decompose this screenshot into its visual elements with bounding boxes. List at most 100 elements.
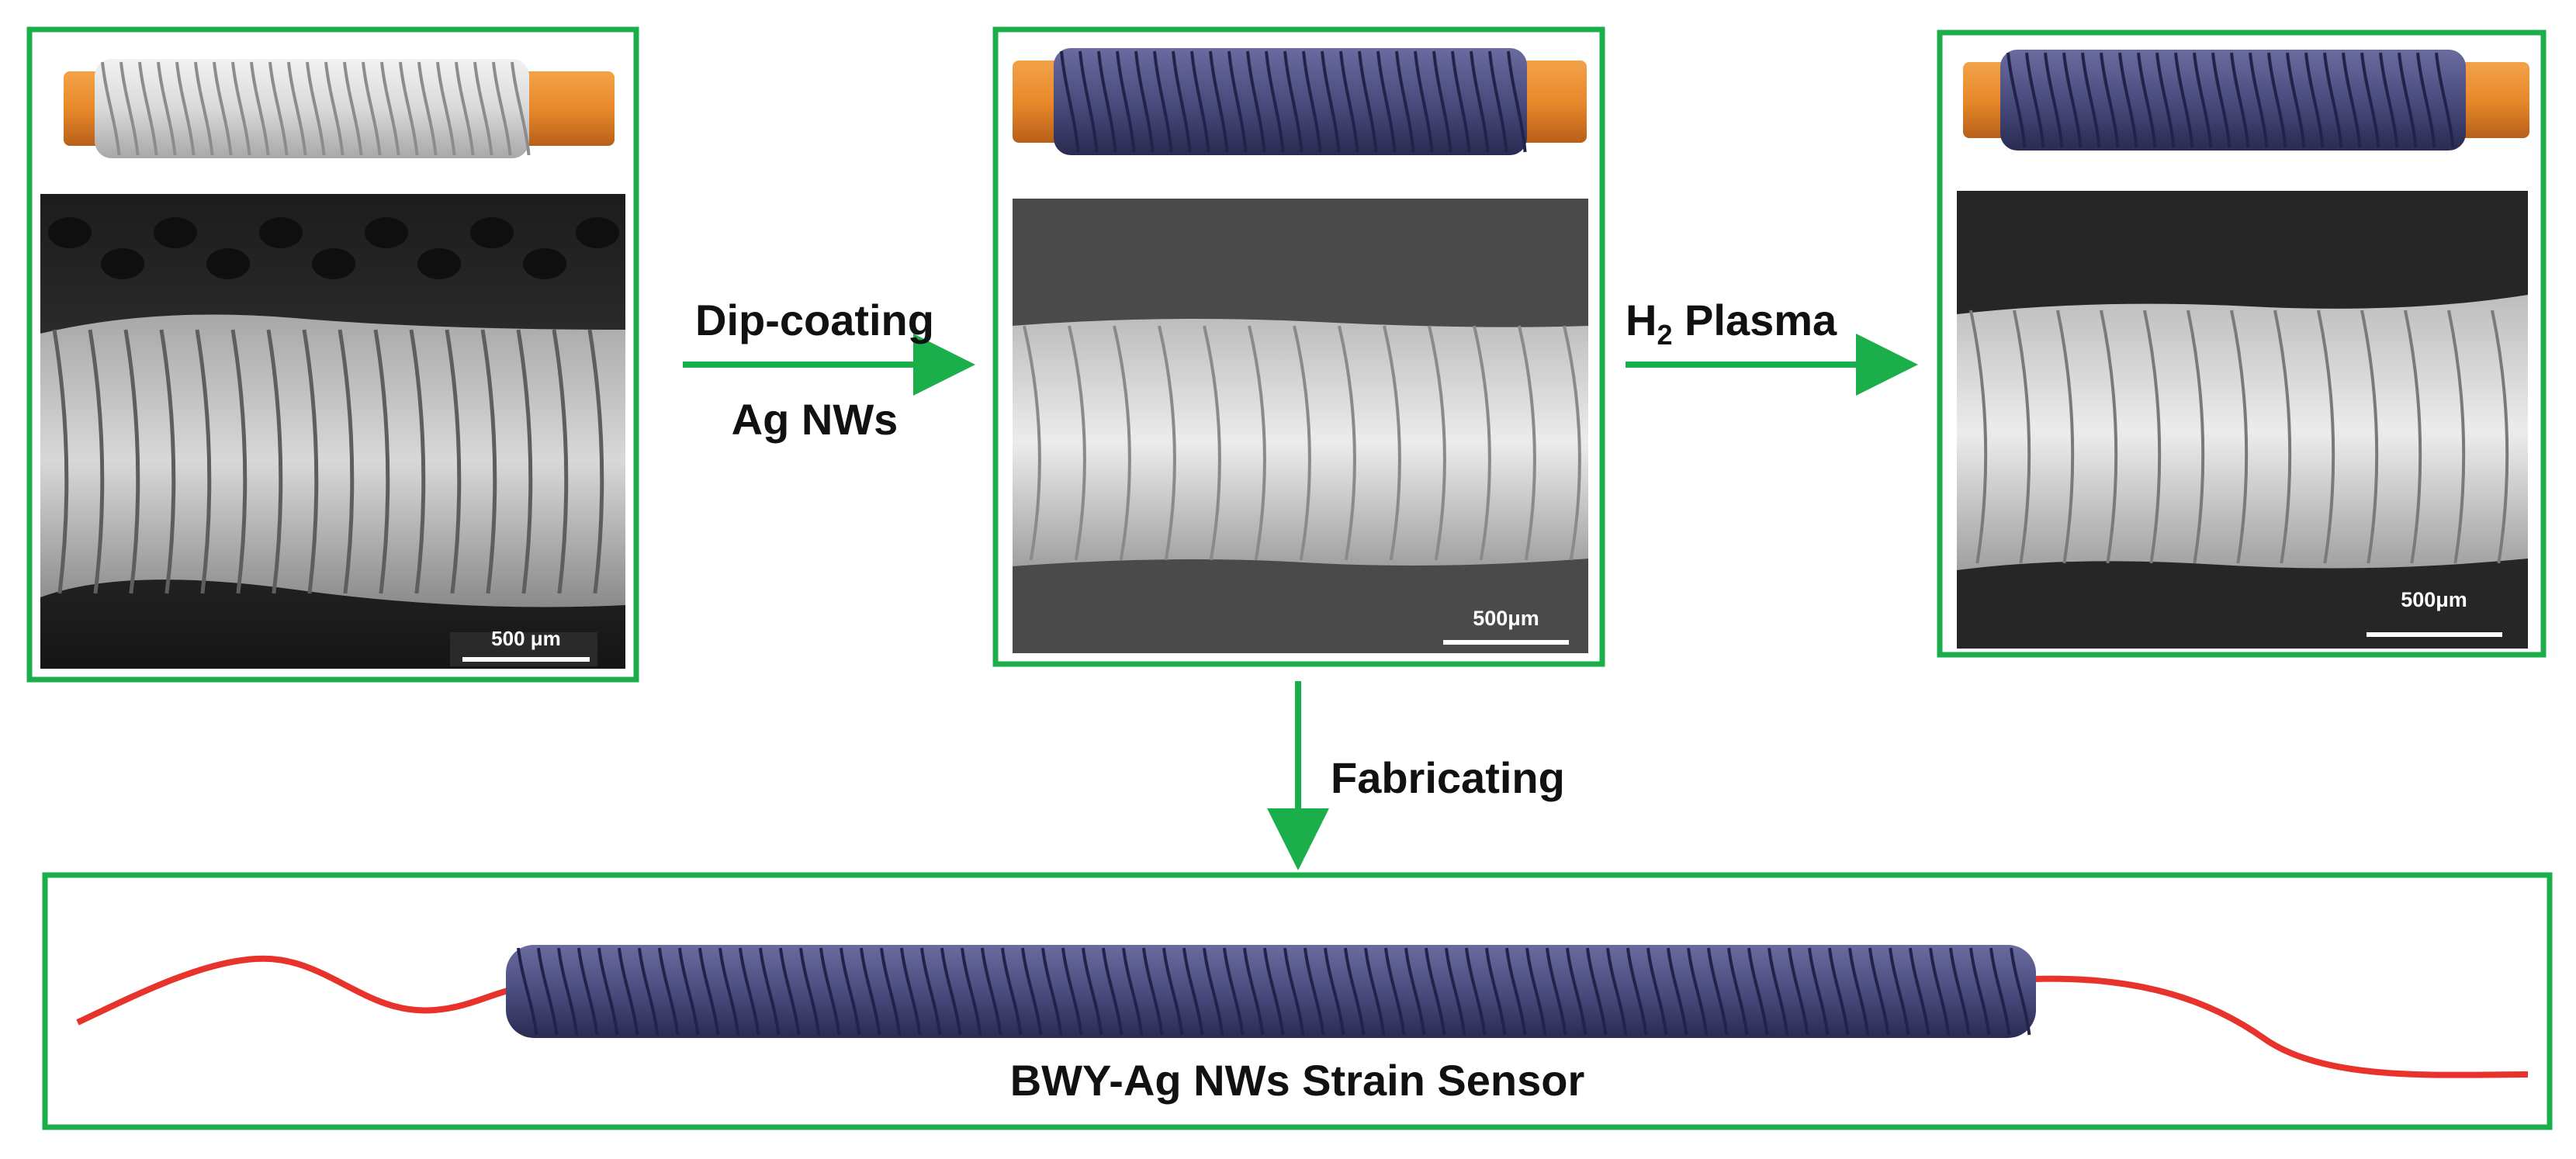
plasma-braid-coil: [2286, 52, 2306, 148]
plasma-braid-coil: [2379, 52, 2399, 148]
sensor-yarn-coil: [1384, 947, 1406, 1036]
plasma-braid-coil: [2025, 52, 2045, 148]
raw-sem-hole: [470, 217, 514, 248]
sensor-yarn-coil: [557, 947, 579, 1036]
sensor-yarn-coil: [1061, 947, 1083, 1036]
raw-sem-hole: [365, 217, 408, 248]
raw-sem-strand: [230, 329, 248, 594]
plasma-sem-strand: [2100, 310, 2118, 564]
coated-sem-strand: [1248, 325, 1266, 561]
sensor-yarn-coil: [961, 947, 982, 1036]
plasma-braid-coils: [2006, 52, 2455, 148]
sensor-yarn-coil: [2010, 947, 2031, 1036]
sensor-yarn-coil: [1283, 947, 1305, 1036]
sensor-yarn-coil: [1324, 947, 1345, 1036]
plasma-braid-coil: [2211, 52, 2231, 148]
raw-sem-hole: [576, 217, 619, 248]
coated-sem-strand: [1068, 325, 1086, 561]
raw-sem-hole: [523, 248, 566, 279]
raw-sem-strand: [302, 329, 319, 594]
raw-braid-coil: [268, 61, 289, 156]
coated-braid-coil: [1451, 50, 1471, 153]
plasma-sem-strand: [1969, 310, 1988, 564]
raw-sem-strand: [409, 329, 426, 594]
sensor-yarn-coil: [1626, 947, 1648, 1036]
plasma-sem-strand: [2491, 310, 2509, 564]
raw-sem-strands: [52, 329, 604, 594]
coated-braid-coil: [1209, 50, 1229, 153]
coated-braid-coil: [1339, 50, 1359, 153]
raw-braid-coil: [455, 61, 475, 156]
sensor-yarn-coil: [840, 947, 861, 1036]
raw-braid-coil: [287, 61, 307, 156]
sensor-yarn-coil: [718, 947, 740, 1036]
raw-yarn-model: [64, 59, 615, 158]
raw-sem-fiber: [40, 314, 625, 607]
sensor-yarn-coil: [1768, 947, 1789, 1036]
sensor-yarn-coil: [1525, 947, 1547, 1036]
plasma-braid-coil: [2100, 52, 2120, 148]
plasma-yarn-model: [1963, 50, 2529, 150]
plasma-braid-coil: [2137, 52, 2157, 148]
coated-braid-coil: [1265, 50, 1285, 153]
sensor-yarn-coil: [1082, 947, 1103, 1036]
raw-braid-coil: [362, 61, 382, 156]
coated-yarn-model: [1013, 48, 1587, 155]
sensor-yarn-coils: [517, 947, 2031, 1036]
raw-sem-strand: [266, 329, 283, 594]
raw-braid-coil: [324, 61, 345, 156]
sensor-yarn-coil: [1989, 947, 2011, 1036]
plasma-braid-coil: [2360, 52, 2380, 148]
sensor-yarn-coil: [799, 947, 821, 1036]
sensor-yarn-coil: [940, 947, 962, 1036]
raw-braid-coil: [250, 61, 270, 156]
raw-sem-hole: [206, 248, 250, 279]
plasma-sem-strand: [2317, 310, 2335, 564]
coated-sem-strand: [1158, 325, 1176, 561]
raw-sem-strand: [159, 329, 176, 594]
raw-braid-coil: [175, 61, 196, 156]
sensor-yarn-coil: [1021, 947, 1043, 1036]
sensor-yarn-coil: [981, 947, 1002, 1036]
coated-sem-strand: [1428, 325, 1446, 561]
h2-subscript: 2: [1657, 319, 1672, 351]
plasma-braid-coil: [2062, 52, 2083, 148]
raw-braid-coil: [213, 61, 233, 156]
panel-raw-yarn: 500 μm: [26, 26, 639, 683]
sensor-yarn-coil: [1001, 947, 1023, 1036]
raw-braid-coil: [511, 61, 531, 156]
coated-braid-coil: [1321, 50, 1341, 153]
plasma-braid-coil: [2435, 52, 2455, 148]
plasma-sem-image: 500μm: [1957, 191, 2528, 649]
raw-sem-hole: [101, 248, 144, 279]
plasma-blue-braid: [2000, 50, 2466, 150]
plasma-braid-coil: [2267, 52, 2287, 148]
sensor-yarn-coil: [1404, 947, 1426, 1036]
coated-braid-coil: [1079, 50, 1099, 153]
plasma-braid-coil: [2249, 52, 2269, 148]
sensor-yarn-coil: [1243, 947, 1265, 1036]
coated-braid-coil: [1376, 50, 1397, 153]
raw-scale-label: 500 μm: [491, 627, 561, 650]
raw-white-braid: [95, 59, 529, 158]
coated-braid-coil: [1488, 50, 1508, 153]
coated-sem-strand: [1293, 325, 1311, 561]
raw-braid-coil: [157, 61, 177, 156]
raw-sem-strand: [52, 329, 69, 594]
raw-sem-strand: [480, 329, 497, 594]
sensor-yarn-coil: [537, 947, 559, 1036]
sensor-yarn-coil: [1485, 947, 1507, 1036]
raw-sem-hole: [48, 217, 92, 248]
step-fabricating: Fabricating: [1267, 681, 1565, 870]
sensor-yarn-coil: [1041, 947, 1063, 1036]
raw-braid-coil: [436, 61, 456, 156]
plasma-sem-strand: [2186, 310, 2205, 564]
sensor-yarn-coil: [900, 947, 922, 1036]
coated-braid-coil: [1507, 50, 1527, 153]
sensor-yarn-coil: [1969, 947, 1991, 1036]
raw-braid-coil: [399, 61, 419, 156]
sensor-yarn-coil: [1102, 947, 1124, 1036]
raw-sem-hole: [312, 248, 355, 279]
raw-sem-strand: [552, 329, 569, 594]
raw-sem-strand: [445, 329, 462, 594]
